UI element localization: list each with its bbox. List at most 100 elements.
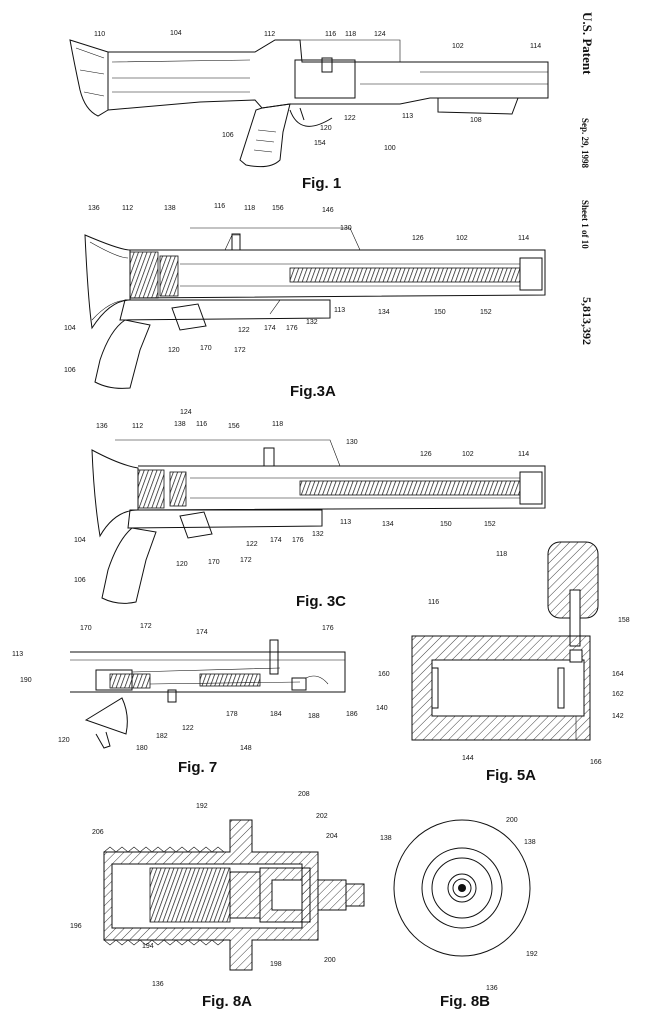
fig8a-caption: Fig. 8A — [202, 993, 252, 1010]
fig7-label-176: 176 — [322, 625, 334, 632]
fig8b-labels: 200 138 192 136 — [486, 817, 538, 992]
fig8a-label-194: 194 — [142, 943, 154, 950]
fig3c-label-130: 130 — [346, 439, 358, 446]
fig8a-label-192: 192 — [196, 803, 208, 810]
fig3a-labels: 136 112 138 116 118 156 146 130 126 102 … — [64, 203, 529, 374]
fig7-label-178: 178 — [226, 711, 238, 718]
fig7-label-172: 172 — [140, 623, 152, 630]
fig1-label-104: 104 — [170, 30, 182, 37]
fig8b-caption: Fig. 8B — [440, 993, 490, 1010]
fig5a-label-140: 140 — [376, 705, 388, 712]
fig3a-label-120: 120 — [168, 347, 180, 354]
fig1-label-118: 118 — [345, 31, 356, 38]
fig3a-label-170: 170 — [200, 345, 212, 352]
figure-1: 110 104 112 116 118 124 102 114 106 120 … — [69, 30, 549, 192]
fig3c-label-104: 104 — [74, 537, 86, 544]
fig7-label-174: 174 — [196, 629, 208, 636]
fig8a-drawing — [103, 819, 365, 971]
fig3a-label-114: 114 — [518, 235, 529, 242]
fig3c-labels: 136 112 138 124 116 156 118 130 126 102 … — [74, 409, 529, 584]
fig8a-label-138: 138 — [380, 835, 392, 842]
fig3a-label-174: 174 — [264, 325, 276, 332]
fig7-label-184: 184 — [270, 711, 282, 718]
patent-header: U.S. Patent Sep. 29, 1998 Sheet 1 of 10 … — [580, 12, 595, 345]
fig8b-label-138: 138 — [524, 839, 536, 846]
fig3a-label-176: 176 — [286, 325, 298, 332]
patent-title: U.S. Patent — [580, 12, 595, 75]
fig3c-label-138: 138 — [174, 421, 186, 428]
fig8a-label-136: 136 — [152, 981, 164, 988]
fig3c-drawing — [91, 439, 546, 604]
fig8a-label-198: 198 — [270, 961, 282, 968]
fig3a-label-134: 134 — [378, 309, 390, 316]
fig3a-label-116: 116 — [214, 203, 225, 210]
fig3c-label-102: 102 — [462, 451, 474, 458]
fig8a-label-200: 200 — [324, 957, 336, 964]
fig7-label-120: 120 — [58, 737, 70, 744]
fig5a-label-144: 144 — [462, 755, 474, 762]
fig3a-label-106: 106 — [64, 367, 76, 374]
fig3a-caption: Fig.3A — [290, 383, 336, 400]
fig3c-label-170: 170 — [208, 559, 220, 566]
fig3a-label-152: 152 — [480, 309, 492, 316]
fig8b-label-192: 192 — [526, 951, 538, 958]
fig3c-label-120: 120 — [176, 561, 188, 568]
fig3a-label-102: 102 — [456, 235, 468, 242]
fig7-label-148: 148 — [240, 745, 252, 752]
fig1-label-124: 124 — [374, 31, 386, 38]
fig8b-label-136: 136 — [486, 985, 498, 992]
fig7-label-122: 122 — [182, 725, 194, 732]
fig5a-labels: 118 116 158 160 140 164 162 142 144 166 — [376, 551, 630, 766]
fig3a-label-113: 113 — [334, 307, 345, 314]
fig3c-label-176: 176 — [292, 537, 304, 544]
fig5a-label-166: 166 — [590, 759, 602, 766]
fig3c-label-134: 134 — [382, 521, 394, 528]
fig3a-label-150: 150 — [434, 309, 446, 316]
fig5a-label-164: 164 — [612, 671, 624, 678]
fig3c-label-106: 106 — [74, 577, 86, 584]
fig3a-label-118: 118 — [244, 205, 255, 212]
fig8a-label-208: 208 — [298, 791, 310, 798]
fig3c-label-113: 113 — [340, 519, 351, 526]
fig8a-label-206: 206 — [92, 829, 104, 836]
fig3c-label-112: 112 — [132, 423, 143, 430]
fig5a-label-142: 142 — [612, 713, 624, 720]
fig3a-label-172: 172 — [234, 347, 246, 354]
fig3c-caption: Fig. 3C — [296, 593, 346, 610]
fig1-caption: Fig. 1 — [302, 175, 341, 192]
figure-8b: 200 138 192 136 Fig. 8B — [393, 817, 538, 1010]
fig3a-label-138: 138 — [164, 205, 176, 212]
fig5a-label-158: 158 — [618, 617, 630, 624]
fig7-label-170: 170 — [80, 625, 92, 632]
fig8a-label-204: 204 — [326, 833, 338, 840]
fig1-label-120: 120 — [320, 125, 332, 132]
fig3c-label-136: 136 — [96, 423, 108, 430]
fig8a-label-202: 202 — [316, 813, 328, 820]
fig3c-label-118: 118 — [272, 421, 283, 428]
fig3a-label-146: 146 — [322, 207, 334, 214]
fig8b-drawing — [393, 819, 531, 957]
fig1-label-113: 113 — [402, 113, 413, 120]
fig3a-label-130: 130 — [340, 225, 352, 232]
fig3c-label-132: 132 — [312, 531, 324, 538]
fig3a-label-136: 136 — [88, 205, 100, 212]
fig3a-drawing — [84, 227, 546, 389]
fig3c-label-126: 126 — [420, 451, 432, 458]
patent-sheet: Sheet 1 of 10 — [580, 200, 590, 249]
fig1-label-108: 108 — [470, 117, 482, 124]
fig5a-caption: Fig. 5A — [486, 767, 536, 784]
fig5a-label-116: 116 — [428, 599, 439, 606]
fig8a-label-196: 196 — [70, 923, 82, 930]
fig7-label-182: 182 — [156, 733, 168, 740]
fig5a-label-160: 160 — [378, 671, 390, 678]
fig5a-label-118: 118 — [496, 551, 507, 558]
fig5a-label-162: 162 — [612, 691, 624, 698]
fig1-label-116: 116 — [325, 31, 336, 38]
fig3c-label-172: 172 — [240, 557, 252, 564]
fig7-label-188: 188 — [308, 713, 320, 720]
fig1-label-100: 100 — [384, 145, 396, 152]
fig7-label-180: 180 — [136, 745, 148, 752]
fig3c-label-156: 156 — [228, 423, 240, 430]
fig3a-label-126: 126 — [412, 235, 424, 242]
